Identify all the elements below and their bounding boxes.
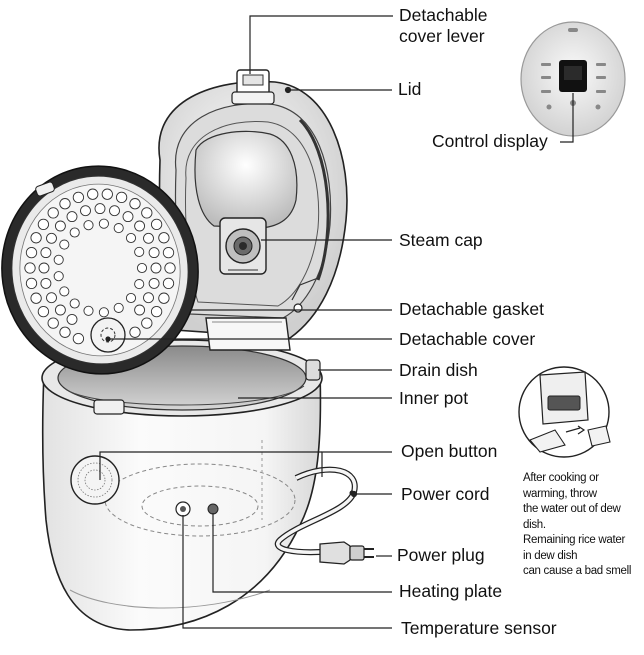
steam-cap [219, 217, 267, 275]
vent-hole [54, 220, 66, 232]
vent-hole [72, 332, 85, 345]
vent-hole [37, 305, 50, 318]
vent-hole [129, 326, 141, 338]
vent-hole [134, 304, 146, 316]
vent-hole [37, 218, 50, 231]
vent-hole [150, 305, 163, 318]
vent-hole [38, 262, 50, 274]
vent-hole [113, 223, 124, 234]
vent-hole [109, 205, 120, 217]
cover-lever [231, 69, 275, 105]
vent-hole [148, 247, 160, 259]
vent-hole [46, 292, 57, 304]
vent-hole [83, 305, 94, 316]
vent-hole [69, 298, 80, 309]
vent-hole [148, 277, 160, 289]
vent-hole [40, 277, 52, 289]
leader-lines [99, 15, 574, 629]
vent-hole [134, 279, 145, 290]
vent-hole [59, 326, 71, 338]
label-drain-dish: Drain dish [399, 360, 478, 380]
note-line: in dew dish [523, 549, 578, 562]
vent-hole [162, 277, 175, 290]
vent-hole [141, 317, 153, 329]
note-line: the water out of dew [523, 503, 621, 515]
label-power-cord: Power cord [401, 484, 490, 504]
vent-hole [53, 254, 64, 265]
label-cover: Detachable cover [399, 329, 536, 349]
vent-hole [136, 262, 148, 274]
control-display [520, 21, 626, 137]
vent-hole [134, 220, 146, 232]
note-line: After cooking or [523, 472, 599, 484]
vent-hole [40, 247, 52, 259]
vent-hole [98, 218, 109, 229]
vent-hole [122, 211, 134, 223]
vent-hole [134, 246, 145, 257]
vent-hole [47, 207, 59, 219]
vent-hole [25, 246, 38, 259]
cooker-body [41, 371, 322, 631]
drain-dish-note: After cooking or warming, throw the wate… [523, 471, 644, 580]
drain-dish-inset [518, 366, 611, 458]
vent-hole [72, 191, 85, 204]
label-control-display: Control display [432, 131, 548, 151]
vent-hole [24, 262, 36, 274]
vent-hole [47, 317, 59, 329]
vent-hole [66, 211, 78, 223]
vent-hole [53, 271, 64, 282]
note-line: Remaining rice water [523, 534, 626, 546]
vent-hole [158, 292, 170, 304]
vent-hole [162, 246, 175, 259]
label-cover-lever-line1: Detachable [399, 5, 488, 25]
label-inner-pot: Inner pot [399, 388, 469, 408]
label-heating-plate: Heating plate [399, 581, 503, 601]
vent-hole [129, 198, 141, 210]
vent-hole [113, 302, 124, 313]
vent-hole [164, 262, 176, 274]
vent-hole [69, 227, 80, 238]
open-button [70, 455, 120, 505]
vent-hole [59, 198, 71, 210]
vent-hole [83, 220, 94, 231]
vent-hole [125, 232, 137, 244]
label-lid: Lid [398, 79, 422, 99]
vent-hole [66, 313, 78, 325]
vent-hole [143, 232, 154, 244]
vent-hole [115, 191, 128, 204]
vent-hole [94, 203, 106, 215]
label-temperature-sensor: Temperature sensor [401, 618, 557, 638]
vent-hole [158, 232, 170, 244]
detachable-gasket [1, 165, 199, 375]
label-cover-lever-line2: cover lever [399, 26, 485, 46]
detachable-cover [205, 317, 291, 351]
label-power-plug: Power plug [397, 545, 485, 565]
label-open-button: Open button [401, 441, 498, 461]
vent-hole [143, 292, 154, 304]
power-plug [319, 541, 374, 565]
vent-hole [59, 286, 70, 297]
note-line: dish. [523, 518, 546, 531]
note-line: warming, throw [523, 487, 597, 500]
vent-hole [125, 292, 137, 304]
vent-hole [30, 292, 42, 304]
vent-hole [87, 188, 99, 200]
vent-holes [24, 188, 176, 345]
label-steam-cap: Steam cap [399, 230, 483, 250]
vent-hole [46, 232, 57, 244]
vent-hole [25, 277, 38, 290]
vent-hole [59, 239, 70, 250]
vent-hole [150, 262, 162, 274]
vent-hole [80, 205, 91, 217]
vent-hole [54, 304, 66, 316]
vent-hole [30, 232, 42, 244]
vent-hole [101, 188, 113, 200]
vent-hole [141, 207, 153, 219]
vent-hole [98, 307, 109, 318]
note-line: can cause a bad smell [523, 565, 632, 577]
vent-hole [150, 218, 163, 231]
label-gasket: Detachable gasket [399, 299, 544, 319]
